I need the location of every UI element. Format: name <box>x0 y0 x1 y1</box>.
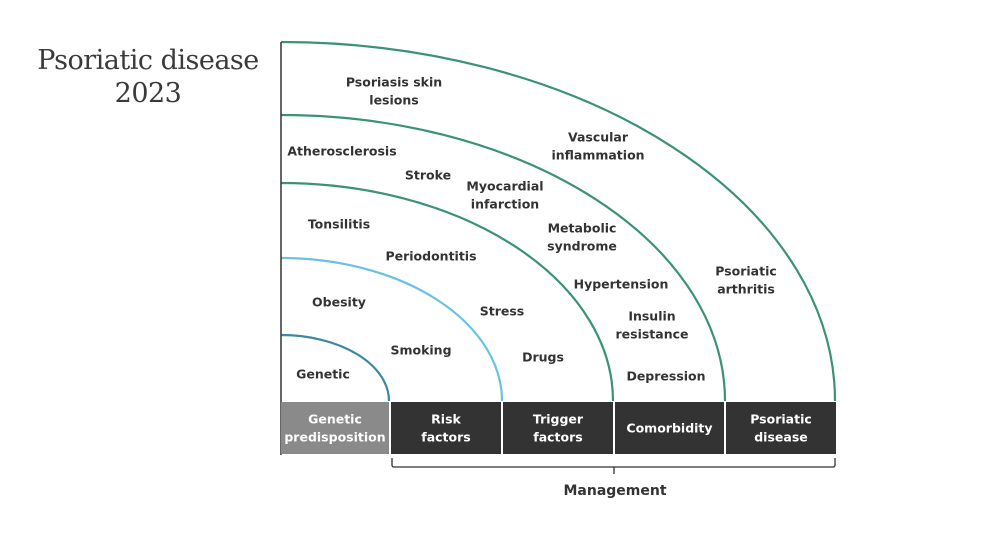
band-disease-label: Psoriatic <box>750 412 812 427</box>
label-genetic-genetic: Genetic <box>296 367 350 382</box>
band-comorbidity-box <box>615 402 724 454</box>
management-bracket: Management <box>391 458 836 499</box>
band-disease: Psoriatic disease <box>726 402 836 454</box>
label-trigger-tonsilitis: Tonsilitis <box>308 217 370 232</box>
band-genetic-label: predisposition <box>284 430 385 445</box>
arc-risk <box>280 256 504 402</box>
title-line-1: Psoriatic disease <box>37 45 259 76</box>
label-trigger-periodontitis: Periodontitis <box>385 249 476 264</box>
label-disease-vascular: inflammation <box>551 148 644 163</box>
band-genetic: Genetic predisposition <box>281 402 389 454</box>
band-comorbidity: Comorbidity <box>615 402 724 454</box>
label-comorbidity-depression: Depression <box>626 369 705 384</box>
label-disease-psoriatic: Psoriatic <box>715 264 777 279</box>
label-comorbidity-myocardial: infarction <box>471 197 539 212</box>
band-risk-label: Risk <box>431 412 461 427</box>
label-disease-psoriasis-skin: Psoriasis skin <box>346 75 442 90</box>
page-title: Psoriatic disease 2023 <box>28 44 268 110</box>
arcs-group <box>280 40 837 402</box>
label-trigger-stress: Stress <box>480 304 525 319</box>
band-genetic-box <box>281 402 389 454</box>
arc-disease <box>280 40 837 402</box>
category-bands: Genetic predisposition Risk factors Trigger f… <box>281 402 836 454</box>
band-trigger-label: factors <box>533 430 582 445</box>
band-trigger-box <box>503 402 613 454</box>
arc-trigger <box>280 181 615 402</box>
arc-genetic <box>280 333 391 402</box>
bracket-line <box>391 458 836 468</box>
label-disease-psoriasis-skin: lesions <box>369 93 418 108</box>
label-comorbidity-myocardial: Myocardial <box>466 179 543 194</box>
label-comorbidity-insulin: Insulin <box>628 309 675 324</box>
band-risk: Risk factors <box>391 402 501 454</box>
label-disease-vascular: Vascular <box>568 130 629 145</box>
management-label: Management <box>563 483 666 499</box>
arc-comorbidity <box>280 113 727 402</box>
band-trigger: Trigger factors <box>503 402 613 454</box>
label-comorbidity-stroke: Stroke <box>405 168 451 183</box>
label-comorbidity-hypertension: Hypertension <box>574 277 669 292</box>
title-line-2: 2023 <box>114 78 182 109</box>
band-disease-label: disease <box>754 430 808 445</box>
label-comorbidity-metabolic: Metabolic <box>548 221 617 236</box>
band-risk-label: factors <box>421 430 470 445</box>
band-disease-box <box>726 402 836 454</box>
label-comorbidity-insulin: resistance <box>615 327 688 342</box>
label-comorbidity-atherosclerosis: Atherosclerosis <box>287 144 396 159</box>
band-genetic-label: Genetic <box>308 412 362 427</box>
label-disease-psoriatic: arthritis <box>717 282 775 297</box>
band-risk-box <box>391 402 501 454</box>
label-risk-smoking: Smoking <box>390 343 451 358</box>
label-trigger-drugs: Drugs <box>522 350 564 365</box>
band-comorbidity-label: Comorbidity <box>626 421 712 436</box>
band-trigger-label: Trigger <box>533 412 584 427</box>
label-risk-obesity: Obesity <box>312 295 366 310</box>
label-comorbidity-metabolic: syndrome <box>547 239 617 254</box>
